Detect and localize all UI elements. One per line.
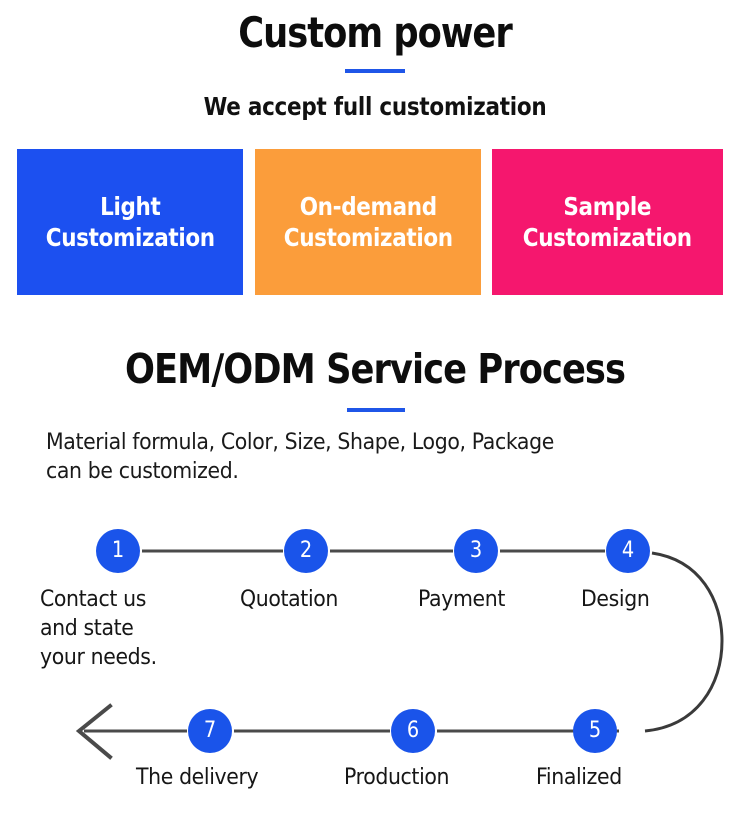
process-step-label-5: Finalized (536, 765, 622, 790)
process-step-node-1[interactable]: 1 (96, 529, 140, 573)
step-number: 3 (469, 538, 483, 563)
step-number: 1 (111, 538, 125, 563)
card-label: Sample Customization (523, 192, 692, 252)
process-step-label-7: The delivery (136, 765, 259, 790)
page-subtitle: We accept full customization (203, 92, 547, 121)
card-light-customization[interactable]: Light Customization (17, 149, 243, 295)
page-title: Custom power (238, 8, 512, 57)
process-step-node-7[interactable]: 7 (188, 709, 232, 753)
process-step-label-2: Quotation (240, 587, 338, 612)
process-step-label-4: Design (581, 587, 650, 612)
card-on-demand-customization[interactable]: On-demand Customization (255, 149, 481, 295)
connector-4-to-5-curve (644, 551, 724, 733)
customization-card-group: Light Customization On-demand Customizat… (17, 149, 723, 295)
process-step-node-5[interactable]: 5 (573, 709, 617, 753)
process-step-label-3: Payment (418, 587, 505, 612)
process-step-node-3[interactable]: 3 (454, 529, 498, 573)
step-number: 5 (588, 718, 602, 743)
process-step-node-2[interactable]: 2 (284, 529, 328, 573)
process-step-node-6[interactable]: 6 (391, 709, 435, 753)
step-number: 6 (406, 718, 420, 743)
section-accent-bar (347, 408, 405, 412)
process-step-label-6: Production (344, 765, 450, 790)
step-number: 4 (621, 538, 635, 563)
card-label: On-demand Customization (283, 192, 453, 252)
section-title: OEM/ODM Service Process (125, 345, 626, 393)
step-number: 7 (203, 718, 217, 743)
section-description: Material formula, Color, Size, Shape, Lo… (46, 430, 554, 484)
arrow-left-icon (75, 703, 113, 760)
process-step-node-4[interactable]: 4 (606, 529, 650, 573)
process-step-label-1: Contact us and state your needs. (40, 587, 157, 670)
step-number: 2 (299, 538, 313, 563)
title-accent-bar (345, 69, 405, 73)
card-label: Light Customization (45, 192, 215, 252)
card-sample-customization[interactable]: Sample Customization (492, 149, 723, 295)
